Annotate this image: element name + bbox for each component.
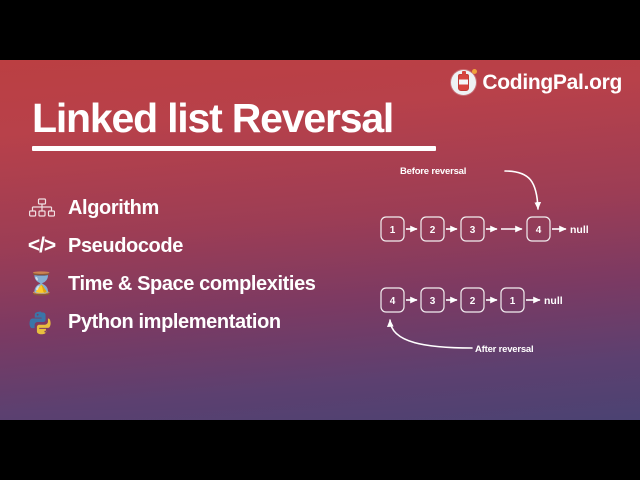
svg-text:2: 2 — [470, 296, 476, 307]
null-terminator-after: null — [544, 295, 563, 307]
feature-label: Algorithm — [68, 196, 159, 219]
brand-name: CodingPal.org — [482, 70, 622, 94]
page-title: Linked list Reversal — [32, 95, 394, 141]
title-underline — [32, 146, 436, 151]
feature-item-algorithm: Algorithm — [26, 192, 316, 224]
feature-label: Time & Space complexities — [68, 272, 316, 295]
linked-list-before: 1 2 3 4 — [380, 216, 589, 242]
feature-list: Algorithm </> Pseudocode ⌛ Time & Space … — [26, 192, 316, 338]
feature-item-pseudocode: </> Pseudocode — [26, 230, 316, 262]
spark-dot-icon — [472, 69, 478, 74]
svg-text:1: 1 — [390, 225, 396, 236]
letterbox-bottom — [0, 420, 640, 480]
svg-text:4: 4 — [390, 296, 396, 307]
hourglass-glyph: ⌛ — [27, 271, 56, 296]
feature-label: Python implementation — [68, 310, 281, 333]
before-reversal-annotation: Before reversal — [400, 166, 466, 177]
letterbox-top — [0, 0, 640, 60]
feature-item-complexities: ⌛ Time & Space complexities — [26, 268, 316, 300]
node-after-1: 3 — [420, 287, 445, 313]
code-tags-icon: </> — [26, 234, 57, 258]
node-after-3: 1 — [500, 287, 525, 313]
bottle-badge-icon — [451, 69, 478, 95]
sitemap-icon — [26, 198, 57, 218]
brand-logo: CodingPal.org — [451, 69, 622, 95]
code-tags-glyph: </> — [27, 234, 56, 257]
svg-text:2: 2 — [430, 225, 436, 236]
node-after-2: 2 — [460, 287, 485, 313]
slide-content: CodingPal.org Linked list Reversal — [0, 60, 640, 420]
linked-list-diagram: Before reversal 1 2 3 — [372, 160, 634, 400]
title-block: Linked list Reversal — [32, 98, 436, 151]
after-reversal-pointer-arrow — [386, 319, 473, 349]
svg-text:1: 1 — [510, 296, 516, 307]
python-logo-icon — [26, 310, 57, 335]
node-before-0: 1 — [380, 216, 405, 242]
svg-text:3: 3 — [470, 225, 476, 236]
node-before-2: 3 — [460, 216, 485, 242]
hourglass-icon: ⌛ — [26, 273, 57, 295]
feature-label: Pseudocode — [68, 234, 183, 257]
svg-text:3: 3 — [430, 296, 436, 307]
null-terminator-before: null — [570, 224, 589, 236]
node-before-3: 4 — [526, 216, 551, 242]
feature-item-python: Python implementation — [26, 306, 316, 338]
svg-text:4: 4 — [536, 225, 542, 236]
bottle-shape — [458, 74, 470, 91]
linked-list-after: 4 3 2 1 — [380, 287, 563, 313]
node-after-0: 4 — [380, 287, 405, 313]
before-reversal-pointer-arrow — [504, 170, 542, 210]
after-reversal-annotation: After reversal — [475, 344, 533, 355]
node-before-1: 2 — [420, 216, 445, 242]
